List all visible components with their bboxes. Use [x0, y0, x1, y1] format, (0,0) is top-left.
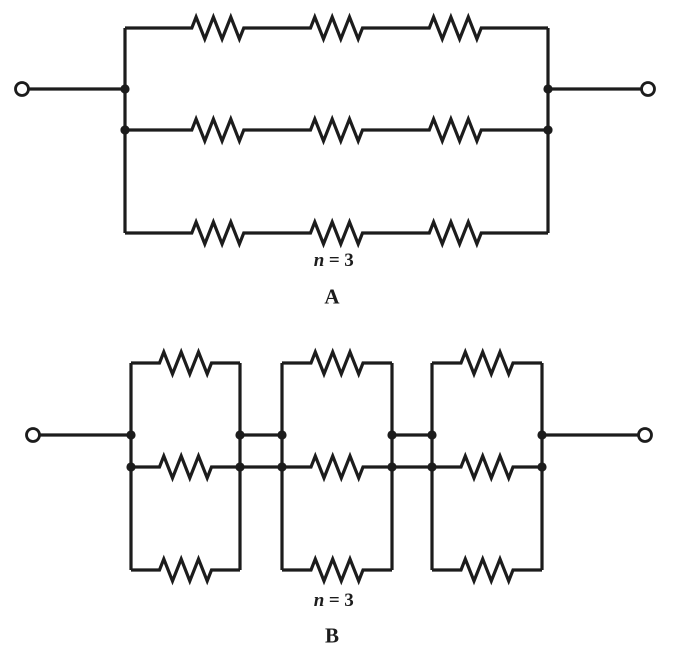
junction-dot: [427, 462, 437, 472]
terminal-circle: [25, 427, 41, 443]
n-value-label: 3: [344, 590, 355, 611]
junction-dot: [387, 462, 397, 472]
terminal-circle: [640, 81, 656, 97]
junction-dot: [277, 462, 287, 472]
circuit-a-n-caption: n=3: [314, 250, 354, 272]
junction-dot: [543, 84, 553, 94]
parallel-resistor-bottom: [282, 554, 392, 586]
circuit-a-label: A: [324, 284, 340, 309]
junction-dot: [120, 125, 130, 135]
junction-dot: [235, 462, 245, 472]
circuit-b-n-caption: n=3: [314, 590, 354, 612]
junction-dot: [126, 462, 136, 472]
parallel-resistor-bottom: [432, 554, 542, 586]
terminal-circle: [14, 81, 30, 97]
equals-sign: =: [328, 250, 341, 271]
circuit-b-label: B: [324, 623, 340, 648]
junction-dot: [126, 430, 136, 440]
parallel-resistor-top: [282, 347, 392, 379]
n-variable-label: n: [313, 250, 325, 271]
junction-dot: [537, 462, 547, 472]
series-resistor-branch: [125, 12, 548, 44]
junction-dot: [387, 430, 397, 440]
parallel-resistor-middle-row: [131, 451, 542, 483]
junction-dot: [235, 430, 245, 440]
junction-dot: [537, 430, 547, 440]
n-variable-label: n: [313, 590, 325, 611]
n-value-label: 3: [344, 250, 355, 271]
series-resistor-branch: [125, 114, 548, 146]
junction-dot: [277, 430, 287, 440]
junction-dot: [543, 125, 553, 135]
series-resistor-branch: [125, 217, 548, 249]
equals-sign: =: [328, 590, 341, 611]
parallel-resistor-top: [432, 347, 542, 379]
parallel-resistor-bottom: [131, 554, 240, 586]
junction-dot: [120, 84, 130, 94]
junction-dot: [427, 430, 437, 440]
parallel-resistor-top: [131, 347, 240, 379]
terminal-circle: [637, 427, 653, 443]
